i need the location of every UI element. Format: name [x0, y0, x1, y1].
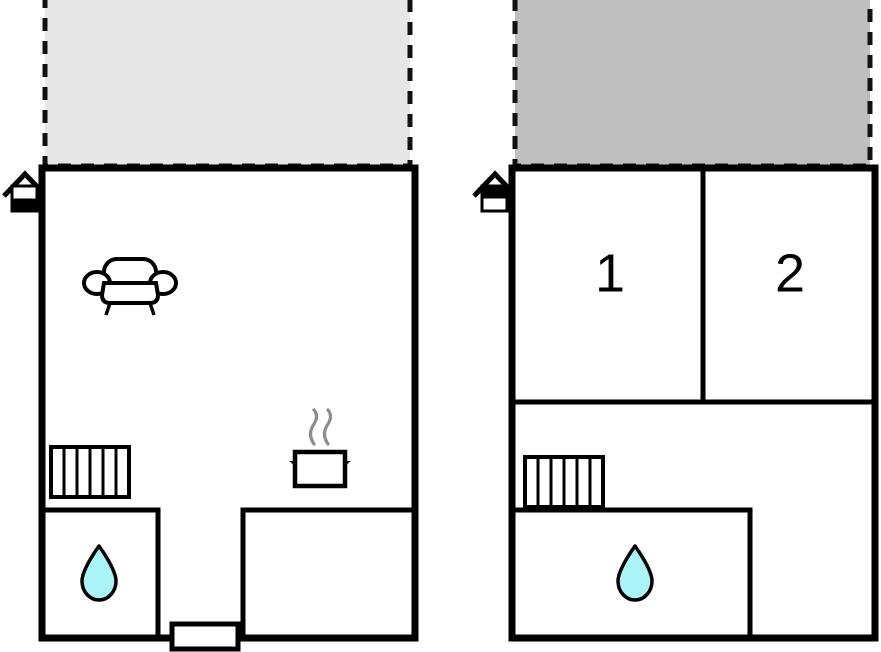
- upper-floor-dashed-outline: [42, 0, 413, 169]
- stairs-icon: [49, 445, 131, 499]
- right-lower-room: [240, 507, 415, 638]
- first-floor-plan: 1 2: [472, 0, 879, 642]
- stairs-icon: [523, 455, 605, 509]
- entry-door-step: [169, 621, 241, 652]
- roof-dashed-outline: [512, 0, 873, 169]
- bathroom-room: [45, 507, 161, 638]
- ground-floor-plan: [2, 0, 419, 652]
- entrance-house-icon: [2, 170, 48, 213]
- bedroom-lower-room: [515, 507, 753, 638]
- room-number-2: 2: [775, 243, 805, 303]
- room-number-1: 1: [595, 243, 625, 303]
